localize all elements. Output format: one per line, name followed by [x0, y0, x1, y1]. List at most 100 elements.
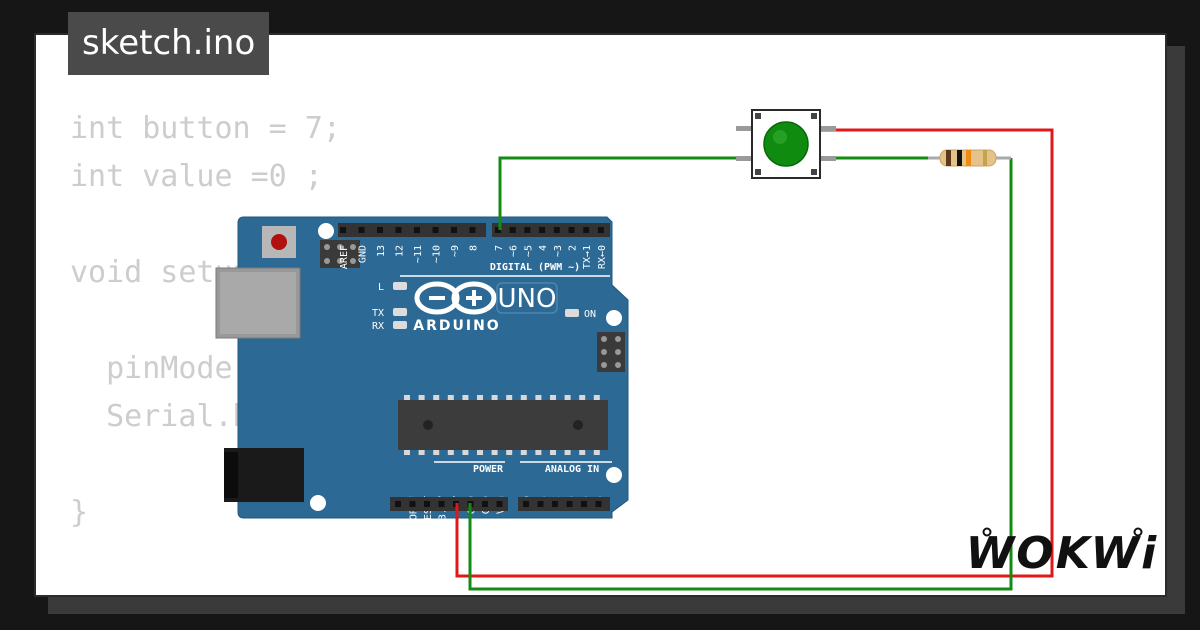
- header-pin[interactable]: [377, 227, 383, 233]
- digital-header[interactable]: [338, 223, 610, 237]
- digital-pin-label: AREF: [339, 245, 350, 269]
- chip-leg: [477, 450, 483, 455]
- wokwi-logo: WOKWi: [966, 527, 1158, 579]
- power-header-label: POWER: [473, 464, 504, 475]
- header-pin[interactable]: [395, 501, 401, 507]
- wire-green-gnd-to-resistor[interactable]: [468, 158, 1013, 591]
- header-pin[interactable]: [537, 501, 544, 507]
- led-label-l: L: [378, 282, 384, 293]
- analog-header-label: ANALOG IN: [545, 464, 599, 475]
- chip-leg: [579, 450, 586, 455]
- chip-leg: [535, 450, 542, 455]
- header-pin[interactable]: [539, 227, 546, 233]
- digital-pin-label: 2: [568, 245, 579, 251]
- pushbutton-lead: [736, 126, 754, 131]
- atmega-chip: [398, 395, 608, 455]
- mounting-hole: [606, 310, 622, 326]
- chip-leg: [462, 450, 469, 455]
- board-leds: [393, 282, 579, 329]
- chip-leg: [535, 395, 542, 400]
- header-pin[interactable]: [523, 501, 529, 507]
- header-pin[interactable]: [553, 227, 560, 233]
- header-pin[interactable]: [424, 501, 430, 507]
- code-line: int value =0 ;: [70, 159, 323, 194]
- header-pin[interactable]: [409, 501, 416, 507]
- header-pin[interactable]: [509, 227, 516, 233]
- chip-leg: [433, 395, 440, 400]
- header-pin[interactable]: [495, 227, 501, 233]
- chip-leg: [462, 395, 469, 400]
- digital-pin-label: ~6: [509, 245, 520, 257]
- chip-leg: [433, 450, 440, 455]
- header-pin[interactable]: [358, 227, 365, 233]
- model-label: UNO: [498, 284, 557, 314]
- header-pin[interactable]: [566, 501, 573, 507]
- chip-leg: [550, 450, 556, 455]
- pushbutton-cap[interactable]: [763, 121, 809, 167]
- pushbutton[interactable]: [736, 109, 836, 179]
- pushbutton-lead: [818, 156, 836, 161]
- header-pin[interactable]: [438, 501, 445, 507]
- pushbutton-highlight: [773, 130, 787, 144]
- power-pin-label: IOREF: [409, 496, 420, 526]
- pushbutton-corner: [811, 169, 817, 175]
- wire-green-pin7-to-button[interactable]: [498, 156, 752, 230]
- chip-leg: [506, 450, 513, 455]
- digital-pin-label: 12: [395, 245, 406, 257]
- icsp-header: [320, 240, 360, 268]
- header-pin[interactable]: [496, 501, 503, 507]
- resistor-band: [957, 150, 962, 166]
- digital-header-label: DIGITAL (PWM ~): [490, 262, 580, 273]
- code-line: int button = 7;: [70, 111, 341, 146]
- analog-header[interactable]: [518, 497, 610, 511]
- digital-pin-label: ~10: [432, 245, 443, 263]
- pushbutton-corner: [755, 113, 761, 119]
- header-pin[interactable]: [583, 227, 590, 233]
- mounting-hole: [318, 223, 334, 239]
- wire-red-5v-to-button[interactable]: [455, 128, 1054, 578]
- header-pin[interactable]: [432, 227, 439, 233]
- mounting-hole: [310, 495, 326, 511]
- uno-badge: [496, 282, 558, 314]
- icsp-header-right: [597, 332, 625, 372]
- usb-connector-inner: [220, 272, 296, 334]
- chip-leg: [579, 395, 586, 400]
- header-pin[interactable]: [524, 227, 531, 233]
- chip-leg: [491, 450, 498, 455]
- header-pin[interactable]: [340, 227, 346, 233]
- chip-leg: [491, 395, 498, 400]
- digital-pin-label: 13: [376, 245, 387, 257]
- chip-leg: [404, 450, 410, 455]
- header-pin[interactable]: [451, 227, 457, 233]
- wokwi-logo-text: WOKWi: [966, 528, 1158, 579]
- resistor[interactable]: [928, 149, 1011, 167]
- reset-button[interactable]: [271, 234, 287, 250]
- pushbutton-corner: [811, 113, 817, 119]
- digital-pin-label: RX←0: [597, 245, 608, 269]
- wokwi-logo-dot: [982, 527, 992, 537]
- header-pin[interactable]: [597, 227, 604, 233]
- led-label-rx: RX: [372, 321, 384, 332]
- header-pin[interactable]: [482, 501, 488, 507]
- header-pin[interactable]: [581, 501, 587, 507]
- digital-pin-label: 4: [538, 245, 549, 251]
- pushbutton-corner: [755, 169, 761, 175]
- pushbutton-lead: [818, 126, 836, 131]
- header-pin[interactable]: [552, 501, 558, 507]
- header-pin[interactable]: [395, 227, 402, 233]
- digital-pin-label: ~11: [413, 245, 424, 263]
- header-pin[interactable]: [469, 227, 476, 233]
- chip-leg: [520, 450, 527, 455]
- header-pin[interactable]: [568, 227, 575, 233]
- chip-leg: [593, 450, 600, 455]
- file-tab[interactable]: sketch.ino: [68, 12, 270, 75]
- chip-leg: [593, 395, 600, 400]
- resistor-band: [946, 150, 951, 166]
- chip-leg: [418, 395, 425, 400]
- power-header[interactable]: [390, 497, 508, 511]
- chip-leg: [550, 395, 556, 400]
- header-pin[interactable]: [595, 501, 602, 507]
- header-pin[interactable]: [414, 227, 420, 233]
